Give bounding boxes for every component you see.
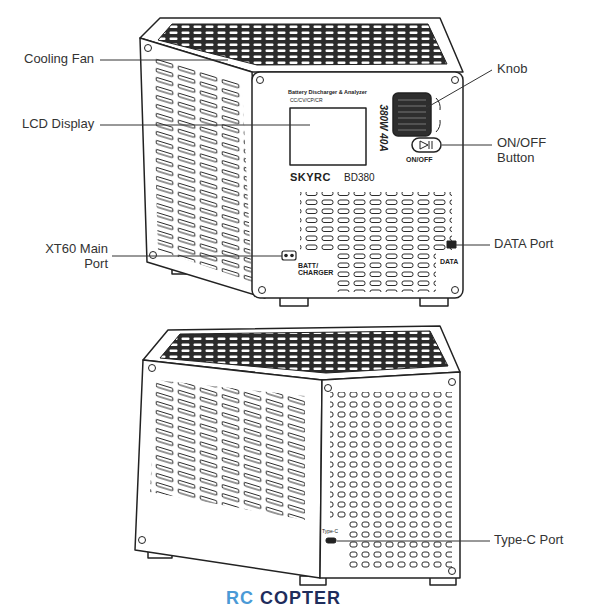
port-print: Type-C [322,529,338,535]
screws [139,365,456,575]
side-vents [150,380,305,520]
port-print: DATA [440,258,458,266]
rear-vents [330,392,452,520]
watermark: RC [226,588,254,609]
part-label: Knob [497,62,527,77]
charger-front-view [140,18,463,306]
leader-line [456,245,490,246]
xt60-port [282,251,296,260]
power-rating: 380W 40A [377,104,389,151]
part-label: ON/OFF Button [497,136,557,166]
part-label: Cooling Fan [24,52,94,67]
leader-line [100,60,228,61]
charger-rear-view [135,326,460,585]
front-vents [300,192,452,252]
power-button [412,138,441,152]
data-port [447,241,456,248]
front-vents [336,252,436,292]
side-face [140,38,265,298]
part-label: LCD Display [22,117,94,132]
lcd-screen [290,108,366,165]
part-label: DATA Port [494,237,553,252]
rear-face [320,372,460,578]
model-name: BD380 [344,172,375,184]
port-print: BATT/ CHARGER [298,262,336,276]
leader-line [112,256,282,257]
leader-lines [100,60,492,541]
leader-line [100,125,310,126]
button-print: ON/OFF [406,156,432,164]
brand-logo: SKYRC [290,171,331,184]
power-icon [420,141,432,149]
device-print: CC/CV/CP/CR [290,98,323,104]
type-c-port [326,538,336,543]
front-face [252,72,463,298]
part-label: XT60 Main Port [36,242,108,272]
side-vents [152,56,252,282]
part-label: Type-C Port [494,533,563,548]
side-face [135,360,322,578]
leader-line [442,145,492,146]
device-print: Battery Discharger & Analyzer [288,89,367,95]
rotate-arrow [436,120,440,132]
rear-vents [346,520,452,570]
knob-ridges [398,100,426,130]
watermark: COPTER [260,588,341,609]
leader-line [426,70,492,108]
knob [393,93,431,136]
leader-line [337,541,490,542]
